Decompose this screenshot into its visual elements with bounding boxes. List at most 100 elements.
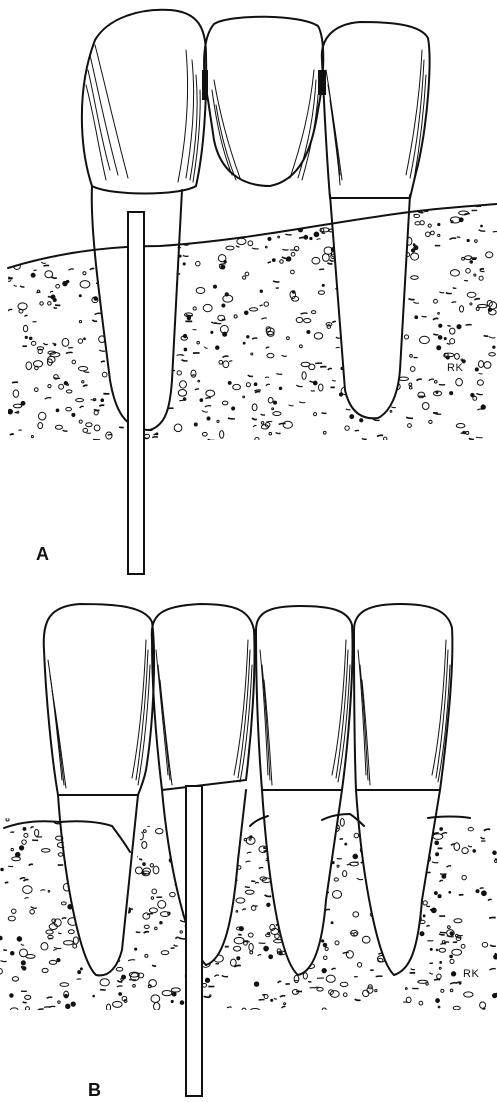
bone-speckle <box>58 853 63 857</box>
bone-speckle <box>83 272 86 275</box>
bone-speckle <box>288 405 293 406</box>
bone-speckle <box>232 407 235 410</box>
bone-speckle <box>489 353 496 356</box>
bone-speckle <box>424 211 428 212</box>
bone-speckle <box>311 311 315 314</box>
bone-speckle <box>183 334 186 337</box>
bone-speckle <box>311 207 315 211</box>
bone-speckle <box>355 999 361 1000</box>
bone-speckle <box>45 398 52 400</box>
bone-speckle <box>48 385 51 388</box>
bone-speckle <box>53 950 56 951</box>
bone-speckle <box>429 379 434 381</box>
bone-speckle <box>475 368 478 371</box>
bone-speckle <box>142 841 147 848</box>
bone-speckle <box>10 951 14 955</box>
bone-speckle <box>0 961 6 962</box>
bone-speckle <box>33 254 40 258</box>
bone-speckle <box>8 916 15 921</box>
bone-speckle <box>426 906 430 907</box>
bone-speckle <box>11 909 16 913</box>
bone-speckle <box>205 398 210 399</box>
bone-speckle <box>438 895 441 898</box>
bone-speckle <box>245 272 249 276</box>
bone-speckle <box>330 260 334 261</box>
bone-speckle <box>205 978 209 982</box>
bone-speckle <box>314 232 319 237</box>
bone-speckle <box>78 366 87 370</box>
bone-speckle <box>80 968 82 970</box>
bone-speckle <box>248 375 253 376</box>
bone-speckle <box>8 409 13 414</box>
bone-speckle <box>204 996 211 997</box>
bone-speckle <box>304 318 311 322</box>
bone-speckle <box>480 1002 486 1008</box>
bone-speckle <box>48 297 52 298</box>
bone-speckle <box>251 1008 260 1011</box>
bone-speckle <box>450 989 453 992</box>
bone-speckle <box>143 830 146 833</box>
bone-speckle <box>234 937 244 943</box>
bone-speckle <box>47 997 53 998</box>
bone-speckle <box>249 943 253 951</box>
bone-speckle <box>479 276 483 280</box>
bone-speckle <box>0 969 2 974</box>
bone-speckle <box>268 397 273 402</box>
bone-speckle <box>73 937 78 944</box>
bone-speckle <box>31 273 35 277</box>
bone-speckle <box>32 235 37 236</box>
bone-speckle <box>279 220 283 224</box>
bone-speckle <box>187 316 190 319</box>
bone-speckle <box>12 857 21 861</box>
bone-speckle <box>229 361 232 362</box>
bone-speckle <box>5 882 9 883</box>
bone-speckle <box>23 880 28 882</box>
bone-speckle <box>135 948 137 950</box>
bone-speckle <box>489 917 496 918</box>
bone-speckle <box>340 982 348 986</box>
bone-speckle <box>343 993 347 997</box>
bone-speckle <box>282 249 288 250</box>
bone-speckle <box>162 990 172 995</box>
bone-speckle <box>493 851 497 855</box>
bone-speckle <box>462 848 468 854</box>
bone-speckle <box>477 304 487 307</box>
bone-speckle <box>260 305 263 306</box>
bone-speckle <box>464 280 468 281</box>
bone-speckle <box>415 222 420 225</box>
bone-speckle <box>177 371 181 375</box>
bone-speckle <box>300 345 303 348</box>
bone-speckle <box>179 938 186 939</box>
bone-speckle <box>64 941 74 945</box>
bone-speckle <box>228 381 231 384</box>
bone-speckle <box>236 911 238 913</box>
bone-speckle <box>243 342 245 344</box>
bone-speckle <box>411 249 414 252</box>
bone-speckle <box>113 1001 123 1007</box>
bone-speckle <box>149 908 157 913</box>
bone-speckle <box>66 352 73 353</box>
bone-speckle <box>121 978 123 980</box>
bone-speckle <box>133 984 136 987</box>
bone-speckle <box>375 990 377 992</box>
bone-speckle <box>423 915 425 917</box>
bone-speckle <box>493 346 495 348</box>
bone-speckle <box>72 413 75 416</box>
bone-speckle <box>200 399 203 402</box>
bone-speckle <box>25 1007 29 1011</box>
bone-speckle <box>76 398 84 401</box>
bone-speckle <box>155 927 158 930</box>
bone-speckle <box>265 246 267 248</box>
bone-speckle <box>11 848 13 850</box>
bone-speckle <box>440 828 443 831</box>
bone-speckle <box>278 236 280 238</box>
bone-speckle <box>54 252 57 253</box>
bone-speckle <box>21 944 24 945</box>
bone-speckle <box>438 336 442 340</box>
artist-initials-a: RK <box>447 362 463 374</box>
bone-speckle <box>418 212 423 213</box>
bone-speckle <box>408 299 414 300</box>
bone-speckle <box>299 402 305 403</box>
bone-speckle <box>257 222 259 224</box>
bone-speckle <box>267 903 270 906</box>
